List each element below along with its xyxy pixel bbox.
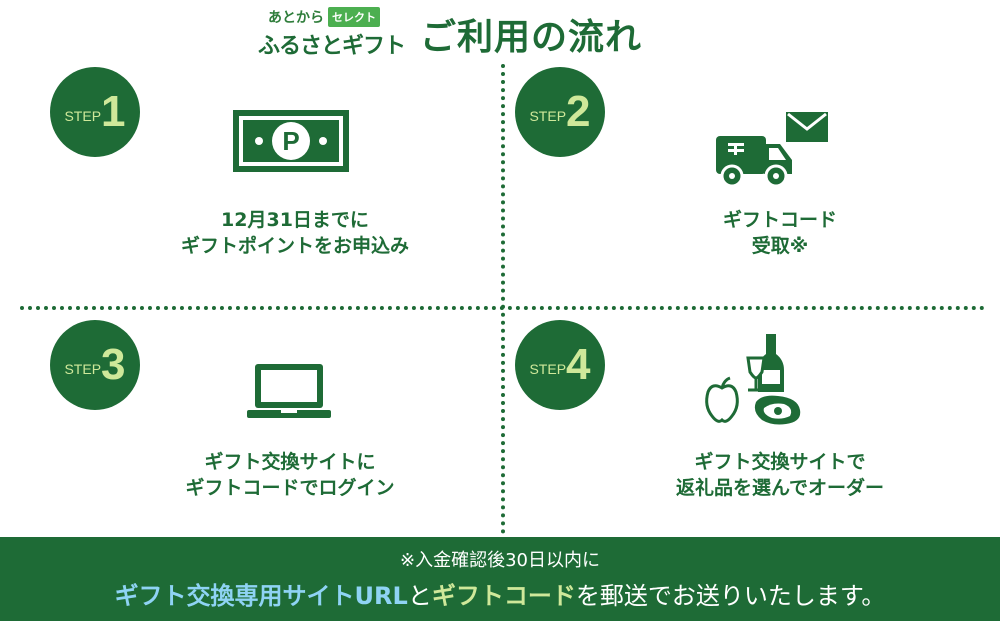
step-3-line2: ギフトコードでログイン	[185, 476, 395, 499]
delivery-truck-icon	[716, 112, 828, 188]
logo-top: あとから セレクト	[268, 6, 380, 28]
step-4-line2: 返礼品を選んでオーダー	[675, 476, 885, 499]
footer-mail-text: を郵送でお送りいたします。	[575, 582, 886, 610]
banknote-letter: P	[282, 126, 299, 156]
footer-note: ※入金確認後30日以内に	[400, 550, 600, 571]
gift-goods-icon	[705, 334, 801, 425]
step-2-word: STEP	[529, 108, 567, 124]
step-1-line2: ギフトポイントをお申込み	[180, 234, 409, 257]
step-2-text: ギフトコード 受取※	[630, 208, 930, 259]
footer-banner: ※入金確認後30日以内に ギフト交換専用サイトURLとギフトコードを郵送でお送り…	[0, 537, 1000, 621]
step-4-badge: STEP 4	[515, 320, 605, 410]
step-4-line1: ギフト交換サイトで	[694, 451, 866, 473]
logo: あとから セレクト ふるさとギフト	[258, 6, 408, 59]
vertical-divider	[501, 64, 505, 534]
footer-gift-code-text: ギフトコード	[431, 582, 576, 610]
step-1-text: 12月31日までに ギフトポイントをお申込み	[150, 208, 440, 259]
step-1-number: 1	[101, 87, 126, 136]
logo-badge: セレクト	[328, 7, 380, 27]
step-3-badge: STEP 3	[50, 320, 140, 410]
step-1-line1: 12月31日までに	[221, 209, 369, 231]
step-4-number: 4	[566, 340, 591, 389]
step-4-word: STEP	[529, 361, 567, 377]
header: あとから セレクト ふるさとギフト ご利用の流れ	[0, 0, 1000, 62]
step-1-badge: STEP 1	[50, 67, 140, 157]
step-4-text: ギフト交換サイトで 返礼品を選んでオーダー	[630, 450, 930, 501]
logo-main-text: ふるさとギフト	[258, 33, 406, 59]
laptop-icon	[247, 364, 331, 418]
logo-small-text: あとから	[268, 10, 324, 26]
footer-and-text: と	[407, 582, 432, 610]
banknote-icon: P	[233, 110, 349, 172]
step-2-badge: STEP 2	[515, 67, 605, 157]
step-3-word: STEP	[64, 361, 102, 377]
step-2-line1: ギフトコード	[722, 209, 837, 231]
step-2-number: 2	[566, 87, 591, 136]
step-3-text: ギフト交換サイトに ギフトコードでログイン	[145, 450, 435, 501]
horizontal-divider	[20, 306, 985, 310]
step-3-line1: ギフト交換サイトに	[204, 451, 376, 473]
step-2-line2: 受取※	[751, 234, 809, 257]
footer-main: ギフト交換専用サイトURLとギフトコードを郵送でお送りいたします。	[0, 576, 1000, 611]
footer-site-url-text: ギフト交換専用サイトURL	[114, 582, 408, 610]
page-title: ご利用の流れ	[420, 16, 643, 58]
step-3-number: 3	[101, 340, 126, 389]
step-1-word: STEP	[64, 108, 102, 124]
